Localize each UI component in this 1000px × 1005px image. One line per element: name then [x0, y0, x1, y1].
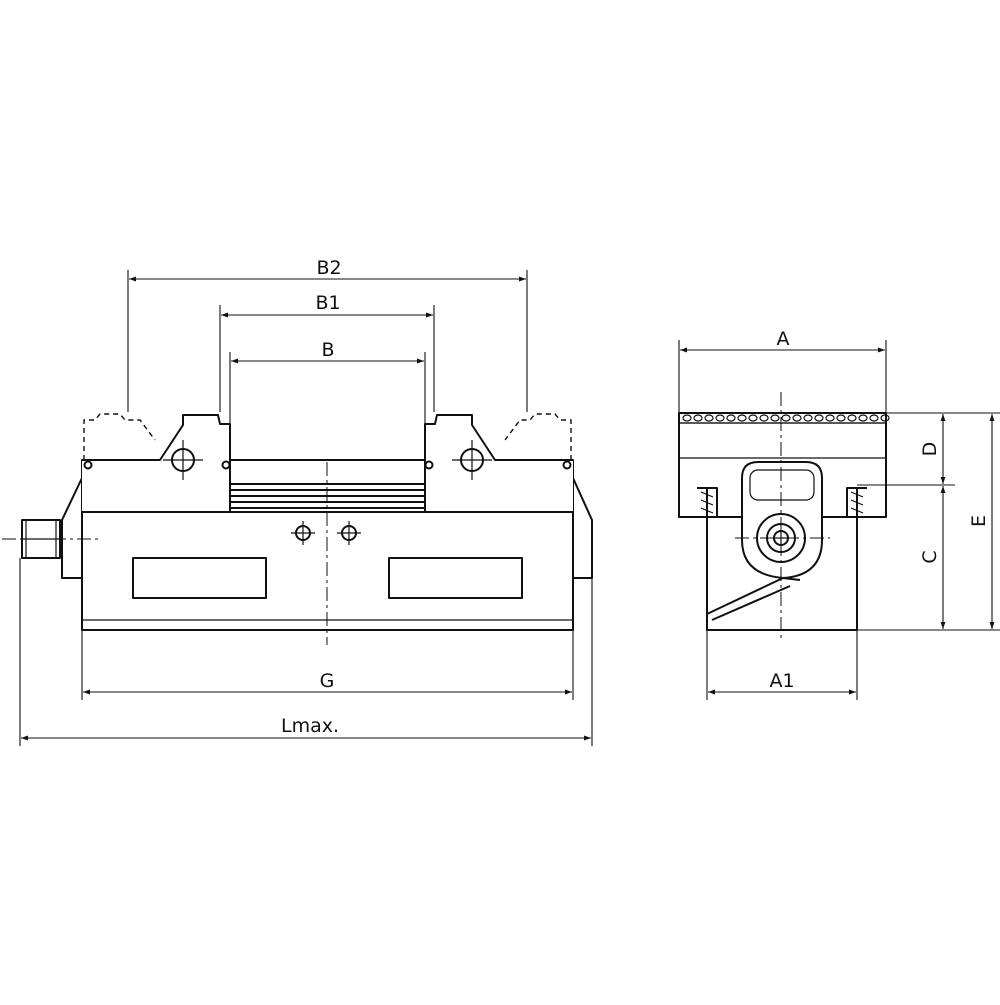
serrations [682, 414, 890, 422]
label-b1: B1 [315, 292, 340, 314]
label-lmax: Lmax. [281, 715, 339, 737]
wedge-edge [706, 577, 801, 615]
serration-tooth [803, 414, 813, 422]
serration-tooth [847, 414, 857, 422]
left-end-plate [61, 477, 83, 579]
serration-tooth [726, 414, 736, 422]
pin-hole [221, 460, 231, 470]
serration-tooth [814, 414, 824, 422]
pin-hole [424, 460, 434, 470]
serration-tooth [770, 414, 780, 422]
reversed-jaw-left-hidden [83, 413, 156, 460]
serration-tooth [836, 414, 846, 422]
base-slot-left [132, 557, 267, 599]
serration-tooth [737, 414, 747, 422]
label-b: B [321, 339, 334, 361]
dovetail-right [846, 487, 867, 518]
wedge-edge-inner [711, 585, 791, 621]
base-slot-right [388, 557, 523, 599]
left-jaw [82, 414, 231, 513]
serration-tooth [869, 414, 879, 422]
spindle-housing [741, 461, 823, 579]
label-a1: A1 [769, 670, 794, 692]
label-b2: B2 [316, 257, 341, 279]
label-a: A [777, 328, 790, 350]
right-end-plate [572, 477, 593, 579]
label-c: C [919, 550, 941, 563]
serration-tooth [682, 414, 692, 422]
label-g: G [320, 670, 335, 692]
serration-tooth [704, 414, 714, 422]
serration-tooth [693, 414, 703, 422]
serration-tooth [858, 414, 868, 422]
pin-hole [83, 460, 93, 470]
label-e: E [968, 515, 990, 527]
spindle-housing-top [749, 469, 815, 501]
side-lower-body [706, 488, 858, 631]
reversed-jaw-right-hidden [504, 413, 572, 460]
pin-hole [562, 460, 572, 470]
right-jaw [424, 414, 573, 513]
serration-tooth [715, 414, 725, 422]
serration-tooth [781, 414, 791, 422]
label-d: D [919, 442, 941, 457]
serration-tooth [880, 414, 890, 422]
front-view: B2 B1 B G Lmax. [2, 257, 593, 746]
serration-tooth [792, 414, 802, 422]
side-view: A A1 D C E [678, 328, 1000, 700]
serration-tooth [759, 414, 769, 422]
serration-tooth [825, 414, 835, 422]
serration-tooth [748, 414, 758, 422]
dovetail-left [697, 487, 718, 518]
